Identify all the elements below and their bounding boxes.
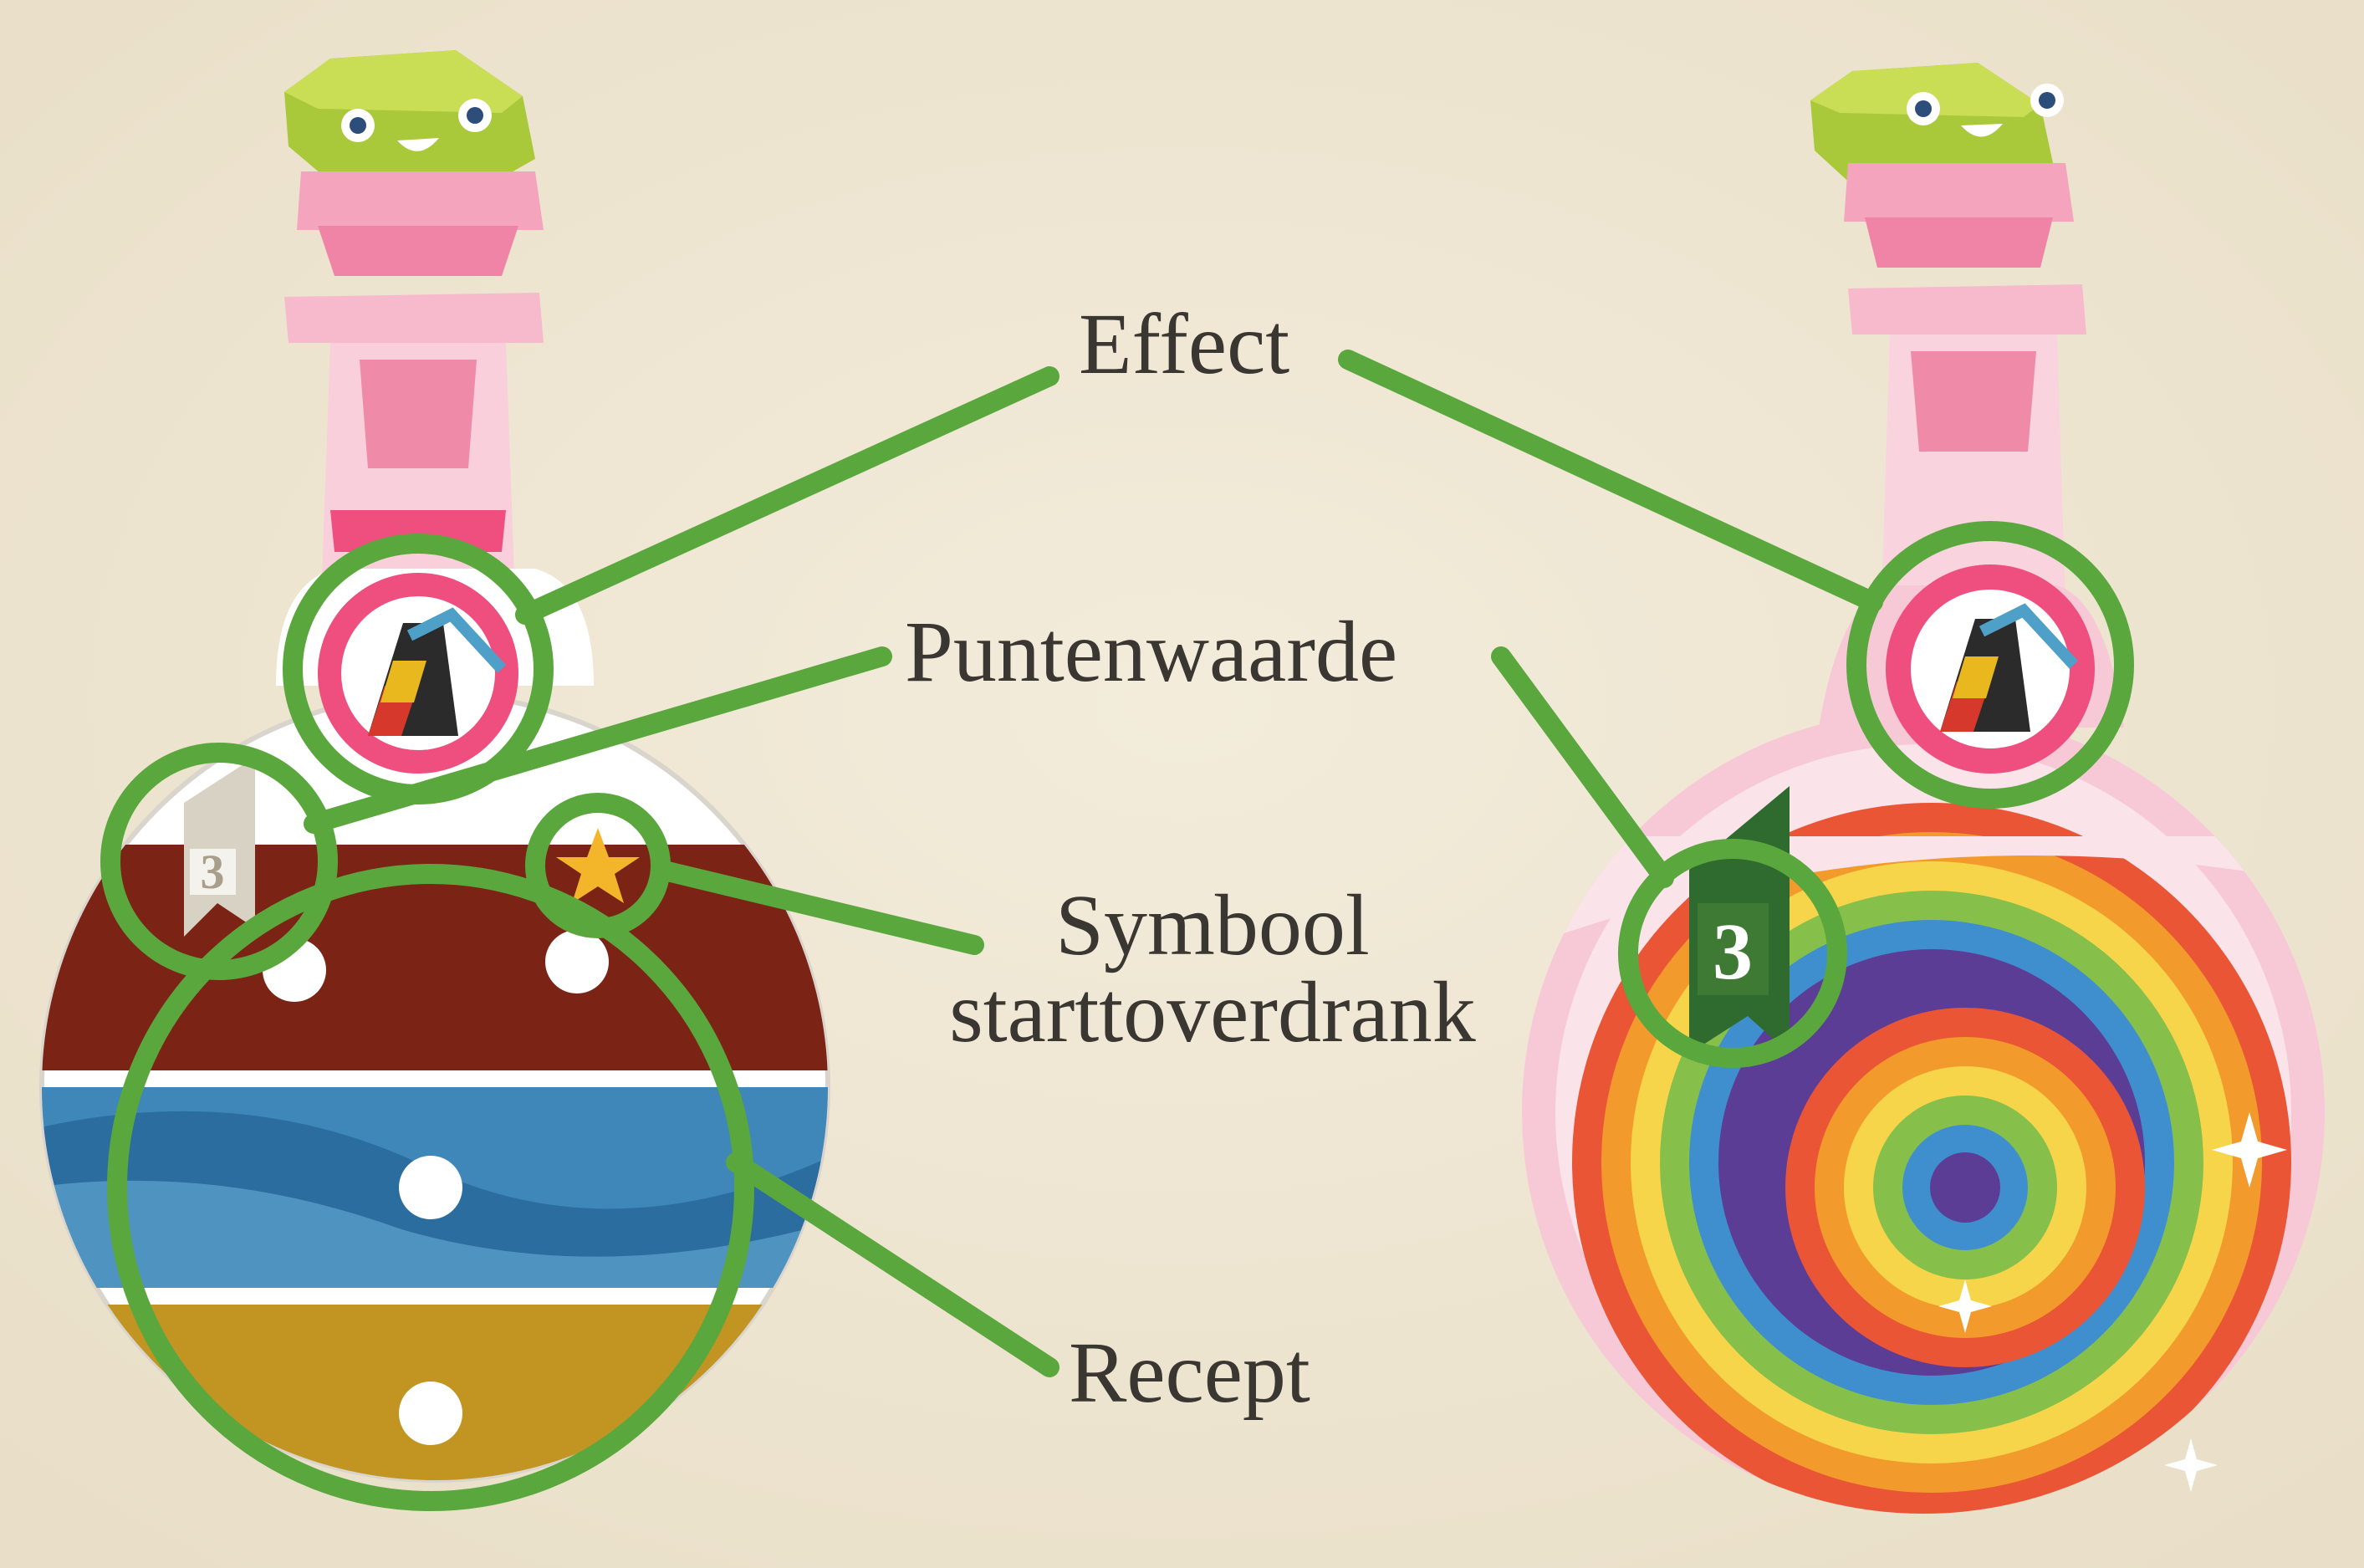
label-starter-symbol-line2: starttoverdrank (949, 964, 1476, 1060)
left-cap-face-icon (284, 50, 535, 197)
effect-leader-right (1338, 350, 1883, 612)
callouts (100, 350, 2134, 1511)
recipe-leader (726, 1152, 1059, 1377)
starter-star-icon (556, 828, 640, 903)
right-effect-medallion (1886, 564, 2095, 774)
label-recipe: Recept (1069, 1325, 1310, 1421)
left-neck (284, 171, 544, 577)
effect-leader-left (515, 366, 1059, 625)
left-points-callout-circle (100, 743, 338, 980)
right-point-value: 3 (1713, 907, 1753, 996)
starter-symbol-leader (651, 860, 984, 955)
sparkle-icon (2164, 1438, 2218, 1492)
label-effect: Effect (1079, 296, 1290, 392)
label-starter-symbol-line1: Symbool (1055, 877, 1370, 973)
sparkle-icon (2212, 1112, 2287, 1187)
left-effect-medallion (318, 573, 518, 774)
recipe-callout-circle (107, 864, 754, 1511)
right-effect-callout-circle (1846, 521, 2134, 809)
points-leader-right (1491, 646, 1674, 888)
label-starter-symbol: Symbool starttoverdrank (886, 882, 1539, 1056)
sparkle-icon (1938, 1279, 1992, 1333)
points-leader-left (304, 646, 892, 834)
label-point-value: Puntenwaarde (905, 604, 1398, 700)
left-point-value: 3 (201, 845, 225, 899)
right-rainbow-swirl (1530, 803, 2325, 1514)
left-point-flag: 3 (184, 757, 255, 937)
right-points-callout-circle (1618, 839, 1847, 1068)
